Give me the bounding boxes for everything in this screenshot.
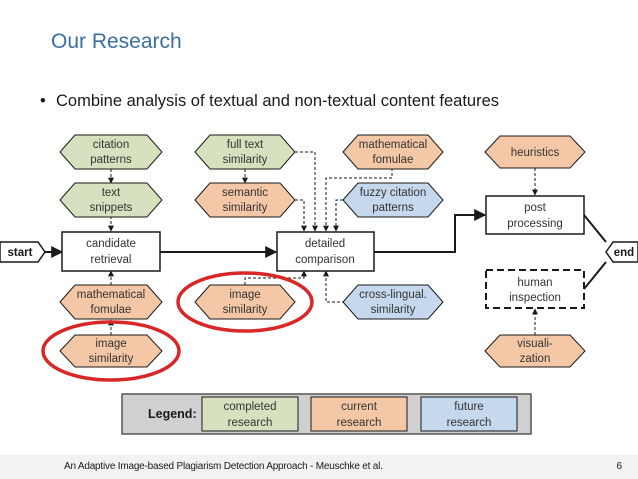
legend-future: future research bbox=[420, 396, 518, 432]
node-label: similarity bbox=[223, 202, 268, 214]
node-label: full text bbox=[227, 139, 264, 151]
arrow-human-to-end bbox=[583, 261, 607, 290]
node-label: similarity bbox=[223, 304, 268, 316]
node-mathematical-fomulae-top: mathematical fomulae bbox=[342, 134, 444, 170]
slide-footer: An Adaptive Image-based Plagiarism Detec… bbox=[0, 455, 638, 479]
node-cross-lingual-similarity: cross-lingual. similarity bbox=[342, 284, 444, 320]
node-label: patterns bbox=[372, 202, 414, 214]
bullet-point: • Combine analysis of textual and non-tex… bbox=[40, 92, 499, 111]
node-candidate-retrieval: candidate retrieval bbox=[61, 231, 161, 272]
node-label: image bbox=[229, 289, 260, 301]
node-label: comparison bbox=[295, 254, 354, 266]
node-label: similarity bbox=[371, 304, 416, 316]
node-label: citation bbox=[93, 139, 129, 151]
bullet-dot: • bbox=[40, 92, 46, 110]
node-image-similarity-mid: image similarity bbox=[194, 284, 296, 320]
node-image-similarity-left: image similarity bbox=[59, 334, 163, 368]
node-label: end bbox=[614, 247, 634, 259]
node-label: inspection bbox=[509, 292, 561, 304]
node-label: snippets bbox=[90, 202, 133, 214]
arrow-comparison-to-postprocessing bbox=[374, 209, 487, 253]
page-number: 6 bbox=[616, 461, 622, 472]
node-label: fuzzy citation bbox=[360, 187, 426, 199]
legend: Legend: completed research current resea… bbox=[121, 393, 532, 435]
legend-label: research bbox=[447, 417, 492, 429]
node-label: heuristics bbox=[511, 147, 560, 159]
node-semantic-similarity: semantic similarity bbox=[194, 182, 296, 218]
bullet-text: Combine analysis of textual and non-text… bbox=[56, 92, 500, 110]
node-label: semantic bbox=[222, 187, 268, 199]
legend-label: research bbox=[337, 417, 382, 429]
node-label: mathematical bbox=[359, 139, 427, 151]
node-label: start bbox=[8, 247, 33, 259]
dash-crosslingual-to-comparison bbox=[323, 270, 350, 303]
node-post-processing: post processing bbox=[485, 195, 585, 235]
legend-label: current bbox=[341, 401, 378, 413]
legend-current: current research bbox=[310, 396, 408, 432]
node-visualization: visuali- zation bbox=[484, 334, 586, 368]
node-full-text-similarity: full text similarity bbox=[194, 134, 296, 170]
node-fuzzy-citation-patterns: fuzzy citation patterns bbox=[342, 182, 444, 218]
dash-fuzzy-to-comparison bbox=[333, 199, 343, 232]
node-label: image bbox=[95, 338, 126, 350]
node-label: text bbox=[102, 187, 121, 199]
slide-title: Our Research bbox=[51, 30, 182, 53]
legend-label: research bbox=[228, 417, 273, 429]
node-label: detailed bbox=[305, 238, 345, 250]
node-label: cross-lingual. bbox=[359, 289, 427, 301]
dash-imagemid-to-comparison bbox=[244, 270, 307, 285]
node-human-inspection: human inspection bbox=[485, 269, 585, 309]
node-label: mathematical bbox=[77, 289, 145, 301]
node-label: fomulae bbox=[91, 304, 132, 316]
dash-mathtop-to-comparison bbox=[323, 168, 393, 232]
footer-text: An Adaptive Image-based Plagiarism Detec… bbox=[64, 461, 383, 472]
node-label: retrieval bbox=[91, 254, 132, 266]
legend-title: Legend: bbox=[148, 407, 197, 421]
node-label: fomulae bbox=[373, 154, 414, 166]
legend-label: completed bbox=[223, 401, 276, 413]
node-label: processing bbox=[507, 218, 563, 230]
node-mathematical-fomulae-left: mathematical fomulae bbox=[59, 284, 163, 320]
node-label: human bbox=[517, 277, 552, 289]
node-start: start bbox=[0, 241, 46, 263]
node-text-snippets: text snippets bbox=[59, 182, 163, 218]
node-heuristics: heuristics bbox=[484, 135, 586, 169]
node-label: candidate bbox=[86, 238, 136, 250]
node-label: patterns bbox=[90, 154, 132, 166]
node-label: zation bbox=[520, 353, 551, 365]
node-label: similarity bbox=[89, 353, 134, 365]
node-label: post bbox=[524, 202, 547, 214]
node-label: similarity bbox=[223, 154, 268, 166]
node-detailed-comparison: detailed comparison bbox=[276, 231, 375, 272]
arrow-postprocessing-to-end bbox=[583, 214, 607, 243]
highlight-ring-image-similarity-left bbox=[41, 320, 181, 382]
legend-completed: completed research bbox=[201, 396, 299, 432]
node-end: end bbox=[605, 241, 638, 263]
legend-label: future bbox=[454, 401, 483, 413]
highlight-ring-image-similarity-mid bbox=[176, 271, 314, 333]
node-label: visuali- bbox=[517, 338, 553, 350]
node-citation-patterns: citation patterns bbox=[59, 134, 163, 170]
research-flow-diagram: citation patterns text snippets full tex… bbox=[0, 134, 638, 435]
